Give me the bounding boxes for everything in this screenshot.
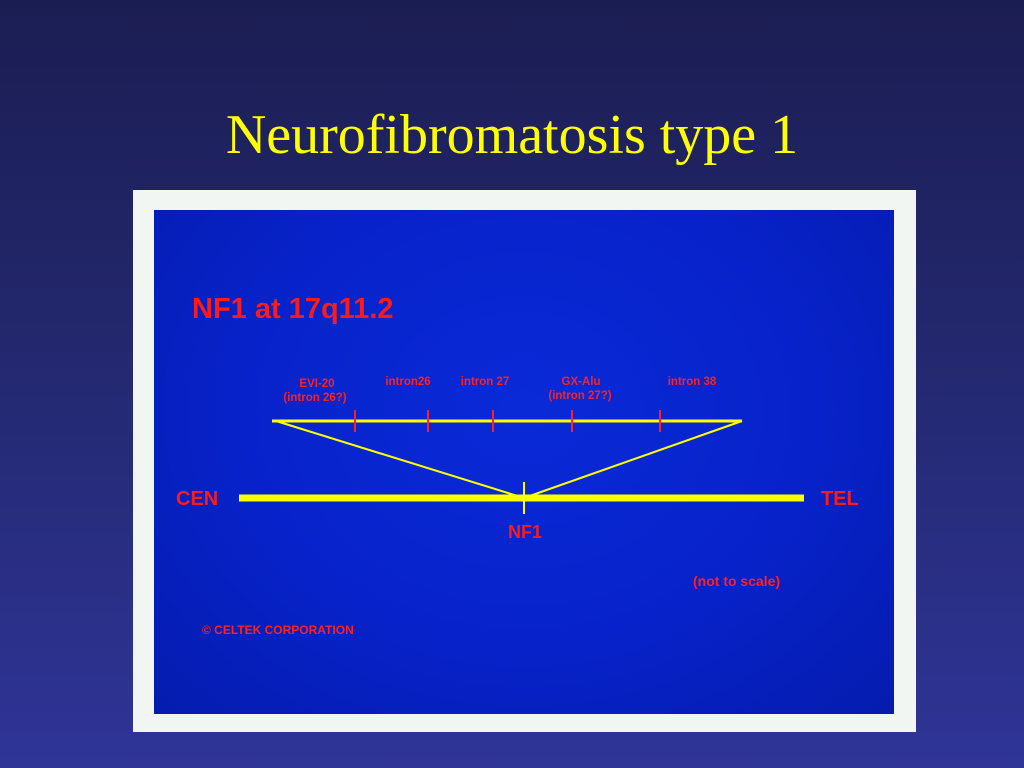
left-zoom-line [275, 420, 525, 499]
marker-label-intron26: intron26 [385, 376, 430, 388]
tel-label: TEL [821, 488, 859, 510]
slide-title: Neurofibromatosis type 1 [225, 104, 799, 166]
figure-frame: NF1 at 17q11.2 EVI-20 (intron 26?) intro… [133, 190, 916, 732]
marker-label-evi20: EVI-20 [299, 378, 334, 390]
right-zoom-line [523, 420, 743, 499]
figure-heading: NF1 at 17q11.2 [192, 293, 394, 325]
not-to-scale-note: (not to scale) [693, 573, 780, 589]
marker-label-gxalu-sub: (intron 27?) [548, 390, 611, 402]
marker-label-gxalu: GX-Alu [562, 376, 601, 388]
copyright-text: © CELTEK CORPORATION [202, 623, 354, 637]
cen-label: CEN [176, 488, 218, 510]
marker-label-evi20-sub: (intron 26?) [283, 392, 346, 404]
nf1-label: NF1 [508, 522, 542, 542]
marker-label-intron38: intron 38 [668, 376, 717, 388]
gene-map-diagram: NF1 at 17q11.2 EVI-20 (intron 26?) intro… [176, 293, 859, 637]
figure-panel: NF1 at 17q11.2 EVI-20 (intron 26?) intro… [154, 210, 894, 714]
marker-label-intron27: intron 27 [461, 376, 510, 388]
